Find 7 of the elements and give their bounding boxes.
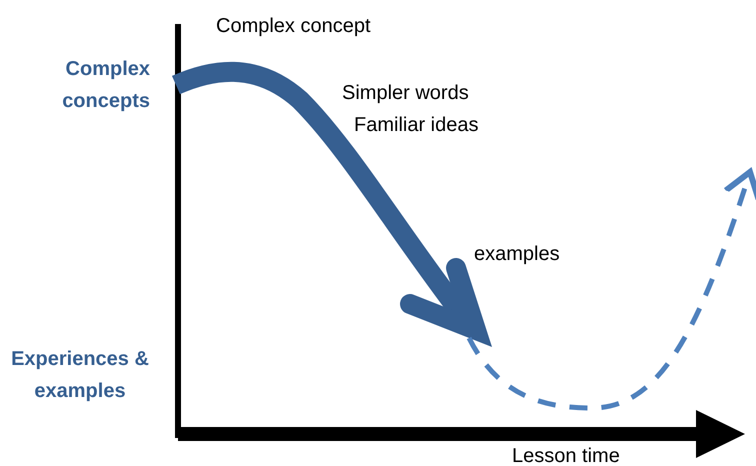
annotation-text: examples bbox=[474, 242, 560, 267]
annotation-text: Simpler words bbox=[342, 81, 469, 106]
axis-level-label: Experiences & examples bbox=[10, 347, 150, 404]
axis-level-label: Complex concepts bbox=[61, 57, 150, 114]
axis-label: Lesson time bbox=[512, 444, 620, 466]
annotation-text: Familiar ideas bbox=[354, 113, 478, 138]
annotation-text: Complex concept bbox=[216, 14, 371, 39]
